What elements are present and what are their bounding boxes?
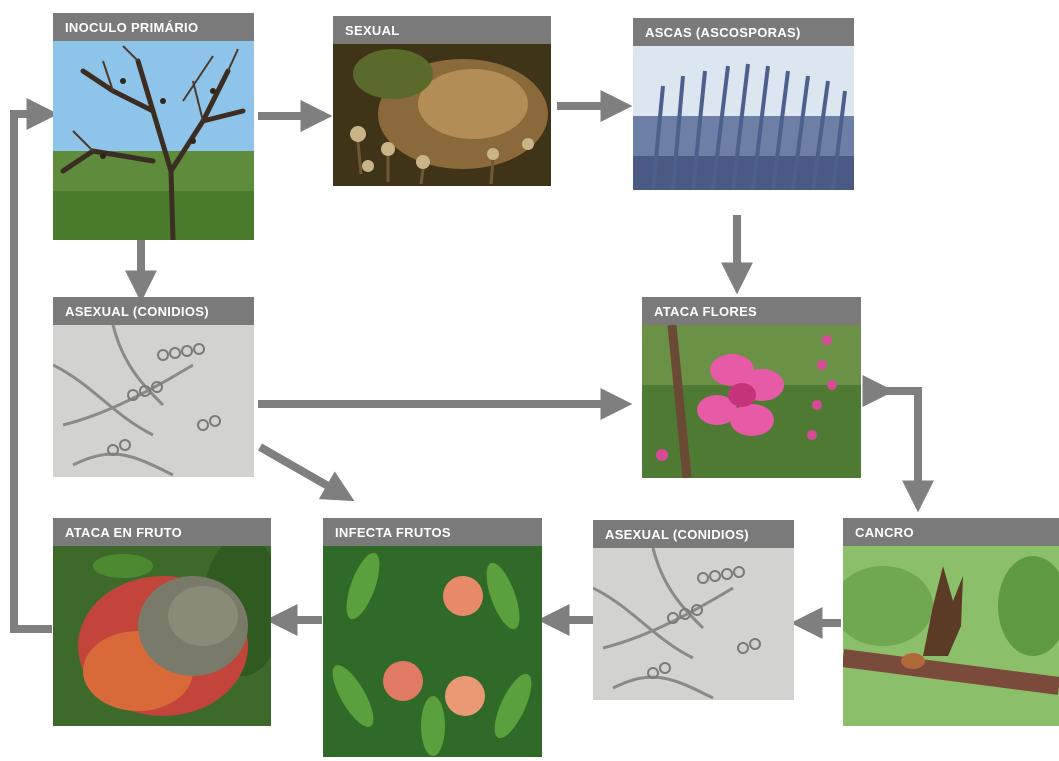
node-label: CANCRO	[843, 518, 1059, 548]
node-label: INOCULO PRIMÁRIO	[53, 13, 254, 43]
node-label: ATACA FLORES	[642, 297, 861, 327]
node-asexual-top: ASEXUAL (CONIDIOS)	[53, 297, 254, 477]
arrow-asexual-to-infecta	[260, 447, 342, 494]
node-label: ASEXUAL (CONIDIOS)	[53, 297, 254, 327]
arrow-flores-cancro-double	[880, 391, 918, 498]
node-label: ASCAS (ASCOSPORAS)	[633, 18, 854, 48]
node-label: SEXUAL	[333, 16, 551, 46]
mummy-fruit-photo	[333, 44, 551, 186]
conidia-micrograph	[53, 325, 254, 477]
node-asexual-bottom: ASEXUAL (CONIDIOS)	[593, 520, 794, 700]
node-ataca-en-fruto: ATACA EN FRUTO	[53, 518, 271, 726]
node-ascas: ASCAS (ASCOSPORAS)	[633, 18, 854, 190]
arrow-fruto-to-inoculo	[14, 114, 52, 629]
tree-photo	[53, 41, 254, 240]
node-inoculo-primario: INOCULO PRIMÁRIO	[53, 13, 254, 240]
node-sexual: SEXUAL	[333, 16, 551, 186]
node-ataca-flores: ATACA FLORES	[642, 297, 861, 478]
peach-blossom-photo	[642, 325, 861, 478]
node-label: ATACA EN FRUTO	[53, 518, 271, 548]
node-cancro: CANCRO	[843, 518, 1059, 726]
peach-tree-photo	[323, 546, 542, 757]
node-label: INFECTA FRUTOS	[323, 518, 542, 548]
node-label: ASEXUAL (CONIDIOS)	[593, 520, 794, 550]
node-infecta-frutos: INFECTA FRUTOS	[323, 518, 542, 757]
canker-branch-photo	[843, 546, 1059, 726]
rotten-peach-photo	[53, 546, 271, 726]
conidia-micrograph	[593, 548, 794, 700]
asci-micrograph	[633, 46, 854, 190]
